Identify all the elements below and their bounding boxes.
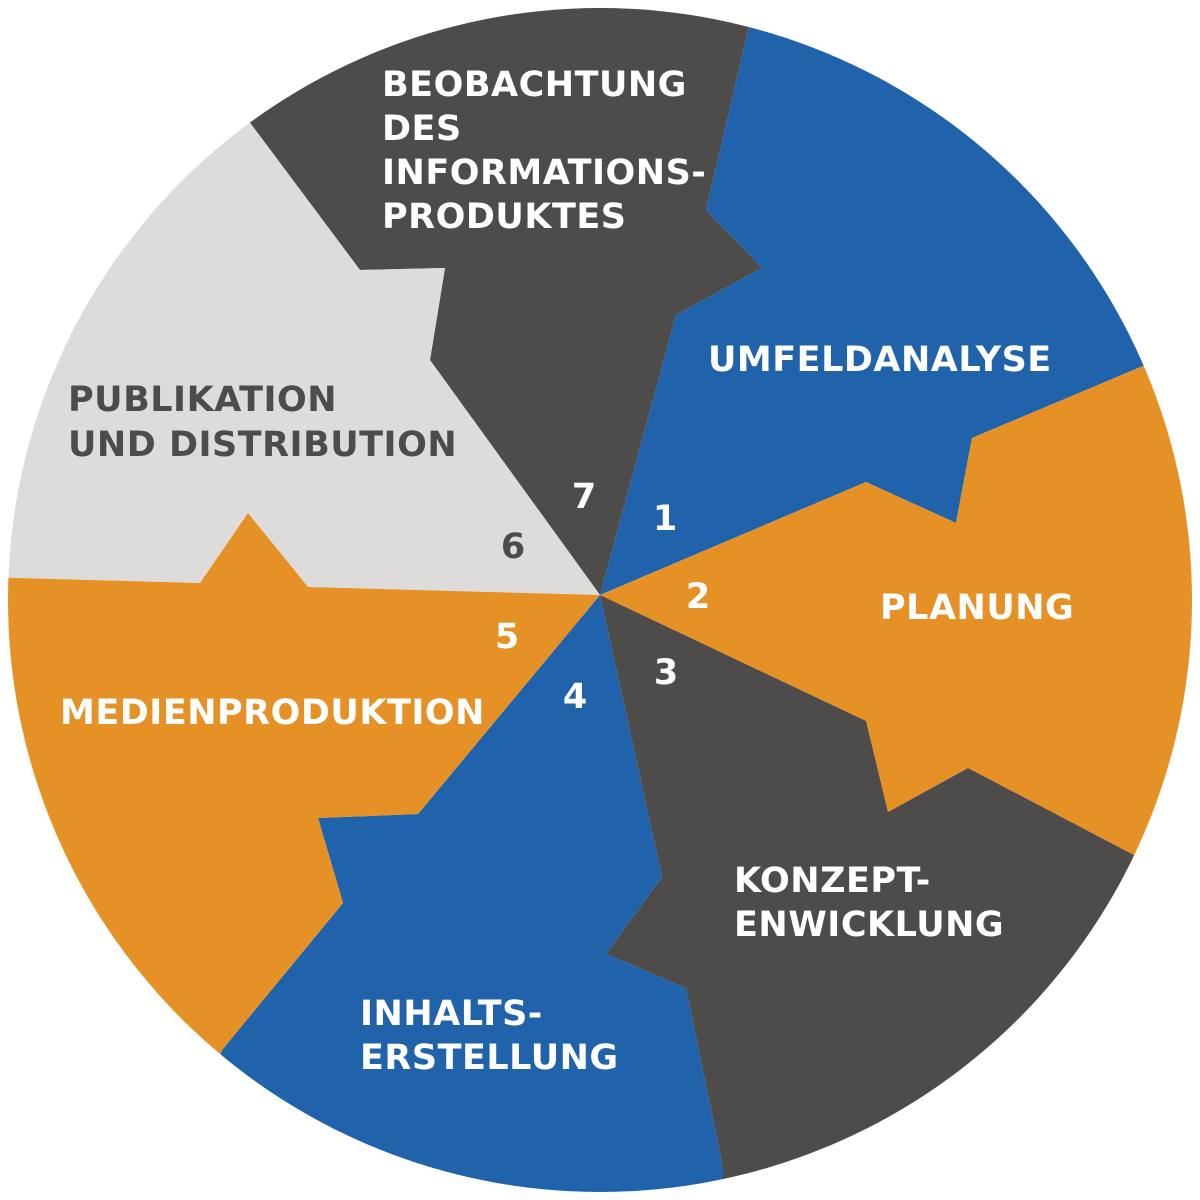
segment-number-2: 2	[686, 577, 710, 617]
segment-label-1: UMFELDANALYSE	[708, 340, 1052, 380]
segment-number-5: 5	[495, 617, 519, 657]
segment-label-2: PLANUNG	[880, 588, 1074, 628]
wedge-4-inhaltserstellung	[150, 595, 723, 1192]
segment-label-3: KONZEPT- ENWICKLUNG	[734, 861, 1004, 945]
segment-number-7: 7	[572, 477, 596, 517]
segment-number-1: 1	[653, 499, 677, 539]
segment-number-3: 3	[654, 653, 678, 693]
segment-number-4: 4	[563, 677, 587, 717]
wedge-6-publikation	[8, 120, 600, 595]
wedge-7-beobachtung	[248, 8, 762, 595]
segment-label-5: MEDIENPRODUKTION	[60, 693, 485, 733]
segment-label-7: BEOBACHTUNG DES INFORMATIONS- PRODUKTES	[382, 65, 719, 237]
wedge-2-planung	[600, 340, 1192, 900]
segment-number-6: 6	[501, 527, 525, 567]
segment-label-6: PUBLIKATION UND DISTRIBUTION	[68, 380, 457, 465]
segment-label-4: INHALTS- ERSTELLUNG	[360, 994, 619, 1078]
